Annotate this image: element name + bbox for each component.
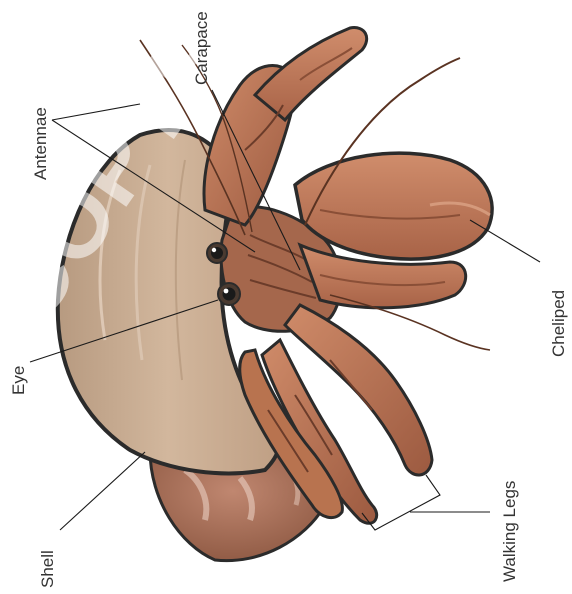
large-cheliped (295, 153, 492, 308)
label-carapace: Carapace (192, 11, 211, 85)
label-cheliped: Cheliped (549, 290, 568, 357)
label-shell: Shell (38, 550, 57, 588)
label-antennae: Antennae (31, 107, 50, 180)
label-eye: Eye (9, 366, 28, 395)
label-walking-legs: Walking Legs (500, 481, 519, 582)
eye-lower (218, 283, 240, 305)
eye-upper (207, 243, 227, 263)
